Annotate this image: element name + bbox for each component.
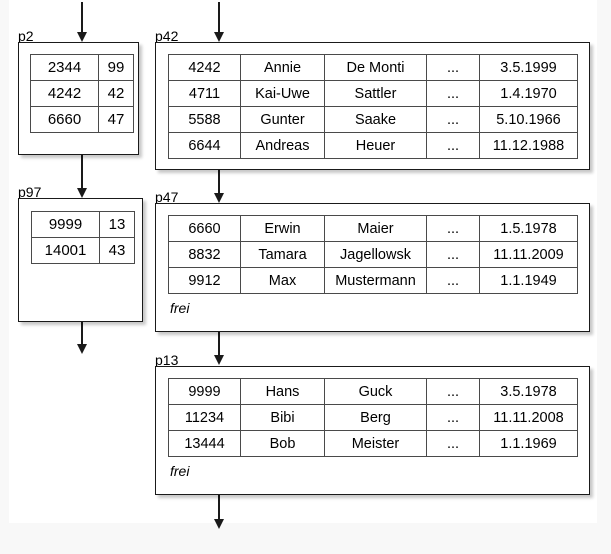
cell-firstname: Andreas [240,132,325,159]
cell-id: 4242 [168,54,241,81]
table-row[interactable]: 5588 Gunter Saake ... 5.10.1966 [168,106,578,133]
cell-id: 11234 [168,404,241,431]
cell-more: ... [426,378,480,405]
table-row[interactable]: 2344 99 [30,54,134,81]
table-row[interactable]: 4242 Annie De Monti ... 3.5.1999 [168,54,578,81]
cell-firstname: Kai-Uwe [240,80,325,107]
cell-lastname: Berg [324,404,427,431]
cell-lastname: Mustermann [324,267,427,294]
page-box-p97[interactable]: 9999 13 14001 43 [18,198,143,322]
entry-table-p97: 9999 13 14001 43 [31,211,135,264]
cell-date: 1.5.1978 [479,215,578,242]
cell-key: 6660 [30,106,99,133]
cell-key: 2344 [30,54,99,81]
cell-firstname: Max [240,267,325,294]
cell-pointer: 13 [99,211,135,238]
cell-more: ... [426,132,480,159]
table-row[interactable]: 4711 Kai-Uwe Sattler ... 1.4.1970 [168,80,578,107]
cell-lastname: Meister [324,430,427,457]
cell-more: ... [426,80,480,107]
cell-date: 3.5.1978 [479,378,578,405]
table-row[interactable]: 4242 42 [30,80,134,107]
cell-firstname: Tamara [240,241,325,268]
cell-firstname: Hans [240,378,325,405]
cell-pointer: 47 [98,106,134,133]
page-box-p42[interactable]: 4242 Annie De Monti ... 3.5.1999 4711 Ka… [155,42,590,170]
table-row[interactable]: 6660 Erwin Maier ... 1.5.1978 [168,215,578,242]
cell-pointer: 43 [99,237,135,264]
cell-id: 5588 [168,106,241,133]
cell-date: 1.1.1969 [479,430,578,457]
page-label-p2: p2 [18,28,34,44]
table-row[interactable]: 9912 Max Mustermann ... 1.1.1949 [168,267,578,294]
cell-lastname: Sattler [324,80,427,107]
page-box-p47[interactable]: 6660 Erwin Maier ... 1.5.1978 8832 Tamar… [155,203,590,332]
page-label-p13: p13 [155,352,179,368]
cell-firstname: Annie [240,54,325,81]
cell-date: 11.11.2008 [479,404,578,431]
cell-key: 9999 [31,211,100,238]
cell-id: 9999 [168,378,241,405]
page-label-p47: p47 [155,189,179,205]
cell-pointer: 99 [98,54,134,81]
cell-more: ... [426,267,480,294]
cell-date: 1.1.1949 [479,267,578,294]
cell-more: ... [426,54,480,81]
cell-id: 8832 [168,241,241,268]
page-box-p2[interactable]: 2344 99 4242 42 6660 47 [18,42,139,155]
page-label-p42: p42 [155,28,179,44]
cell-lastname: De Monti [324,54,427,81]
table-row[interactable]: 13444 Bob Meister ... 1.1.1969 [168,430,578,457]
cell-lastname: Heuer [324,132,427,159]
table-row[interactable]: 6644 Andreas Heuer ... 11.12.1988 [168,132,578,159]
cell-pointer: 42 [98,80,134,107]
page-box-p13[interactable]: 9999 Hans Guck ... 3.5.1978 11234 Bibi B… [155,366,590,495]
cell-lastname: Maier [324,215,427,242]
cell-key: 14001 [31,237,100,264]
cell-more: ... [426,215,480,242]
cell-id: 6660 [168,215,241,242]
cell-date: 11.11.2009 [479,241,578,268]
free-space-label-p13: frei [170,463,190,479]
page-label-p97: p97 [18,184,42,200]
cell-more: ... [426,106,480,133]
cell-date: 1.4.1970 [479,80,578,107]
cell-date: 5.10.1966 [479,106,578,133]
table-row[interactable]: 6660 47 [30,106,134,133]
cell-id: 4711 [168,80,241,107]
cell-firstname: Gunter [240,106,325,133]
cell-lastname: Jagellowsk [324,241,427,268]
entry-table-p2: 2344 99 4242 42 6660 47 [30,54,134,133]
cell-more: ... [426,404,480,431]
cell-key: 4242 [30,80,99,107]
cell-lastname: Saake [324,106,427,133]
record-table-p13: 9999 Hans Guck ... 3.5.1978 11234 Bibi B… [168,378,578,457]
cell-more: ... [426,241,480,268]
table-row[interactable]: 8832 Tamara Jagellowsk ... 11.11.2009 [168,241,578,268]
record-table-p42: 4242 Annie De Monti ... 3.5.1999 4711 Ka… [168,54,578,159]
cell-firstname: Bibi [240,404,325,431]
cell-firstname: Erwin [240,215,325,242]
record-table-p47: 6660 Erwin Maier ... 1.5.1978 8832 Tamar… [168,215,578,294]
table-row[interactable]: 11234 Bibi Berg ... 11.11.2008 [168,404,578,431]
table-row[interactable]: 9999 Hans Guck ... 3.5.1978 [168,378,578,405]
cell-more: ... [426,430,480,457]
table-row[interactable]: 9999 13 [31,211,135,238]
cell-id: 9912 [168,267,241,294]
cell-firstname: Bob [240,430,325,457]
cell-lastname: Guck [324,378,427,405]
table-row[interactable]: 14001 43 [31,237,135,264]
cell-date: 11.12.1988 [479,132,578,159]
cell-id: 13444 [168,430,241,457]
cell-id: 6644 [168,132,241,159]
free-space-label-p47: frei [170,300,190,316]
cell-date: 3.5.1999 [479,54,578,81]
